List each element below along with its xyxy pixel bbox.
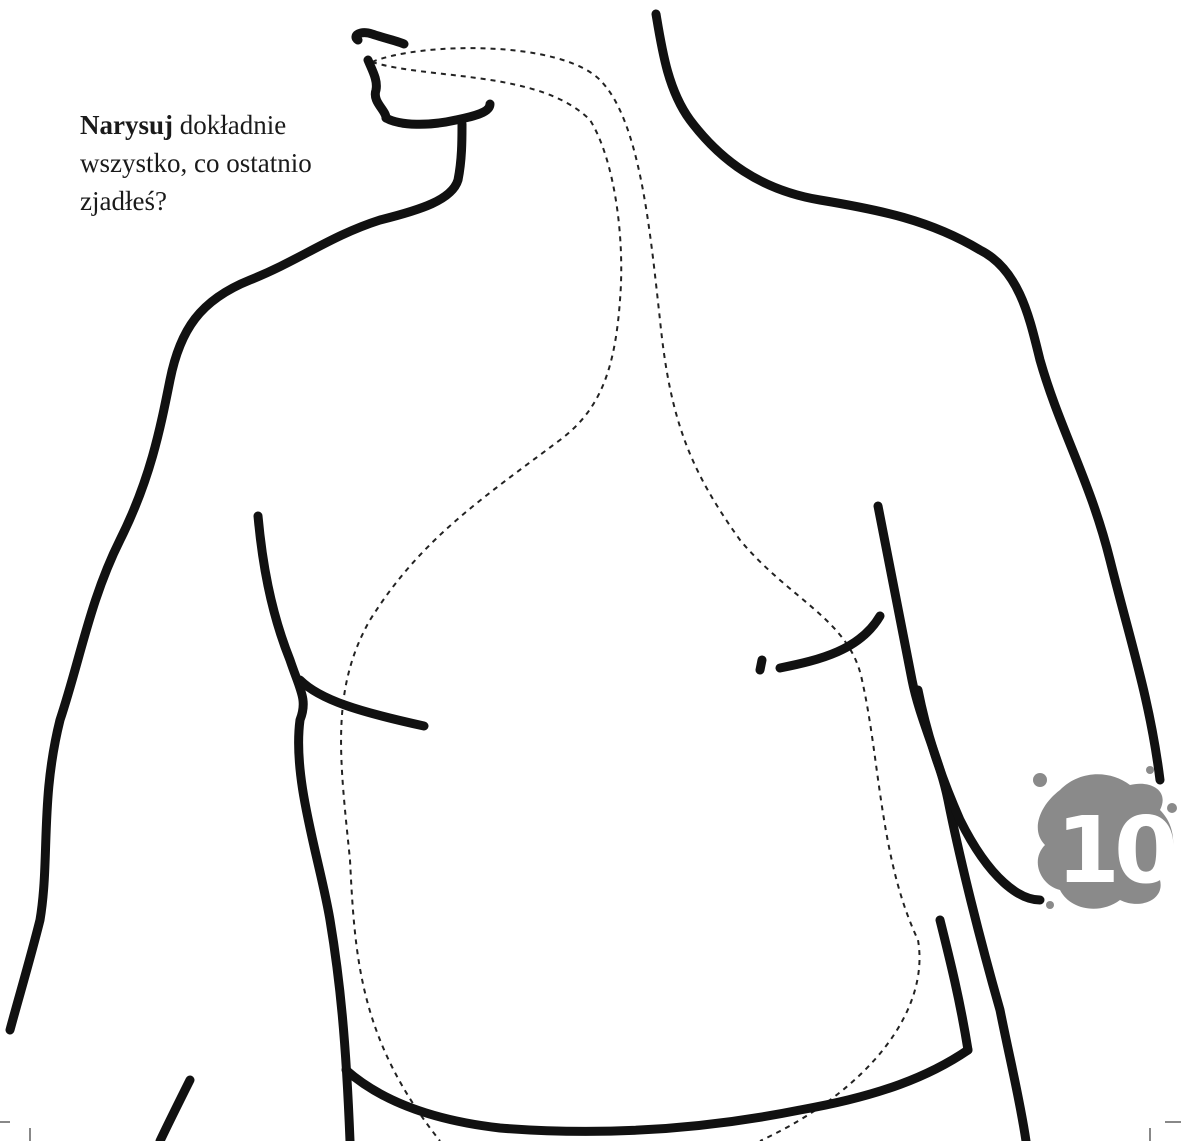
drawing-instruction: Narysuj dokładnie wszystko, co ostatnio …: [80, 106, 370, 220]
page-number: 10: [1056, 797, 1174, 904]
page-number-badge: 10: [1033, 766, 1177, 909]
digestive-path-dotted-outline: [341, 48, 919, 1141]
instruction-verb: Narysuj: [80, 110, 173, 140]
